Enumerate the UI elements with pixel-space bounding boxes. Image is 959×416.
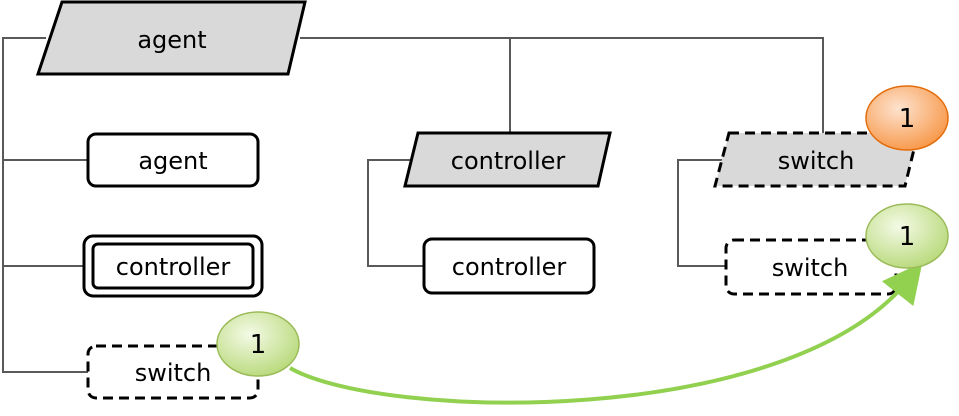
connector-root-left-trunk <box>2 37 88 373</box>
node-label: switch <box>778 147 855 175</box>
node-label: controller <box>116 253 231 281</box>
node-mid-controller: controller <box>403 131 612 188</box>
node-label: agent <box>137 26 206 54</box>
node-left-switch: switch <box>86 344 260 400</box>
node-label: switch <box>135 359 212 387</box>
node-left-controller: controller <box>82 234 264 298</box>
badge-right-switch: 1 <box>865 85 949 151</box>
node-right-switch-child: switch <box>724 238 898 296</box>
node-label: controller <box>451 147 566 175</box>
node-label: controller <box>452 253 567 281</box>
node-label: agent <box>138 147 207 175</box>
node-mid-controller-child: controller <box>422 237 596 295</box>
connector-mid-child <box>367 159 424 267</box>
connector-root-right <box>300 37 824 133</box>
badge-right-switch-child: 1 <box>865 203 949 269</box>
badge-number: 1 <box>250 330 267 360</box>
node-root-agent: agent <box>35 0 307 76</box>
node-right-switch: switch <box>713 131 920 188</box>
transfer-arrow <box>289 262 923 405</box>
badge-number: 1 <box>899 222 916 252</box>
connector-right-child <box>677 159 726 267</box>
node-label: switch <box>772 254 849 282</box>
connectors <box>2 37 824 373</box>
badge-left-switch: 1 <box>216 311 300 377</box>
node-left-agent: agent <box>86 132 260 188</box>
badge-number: 1 <box>899 104 916 134</box>
